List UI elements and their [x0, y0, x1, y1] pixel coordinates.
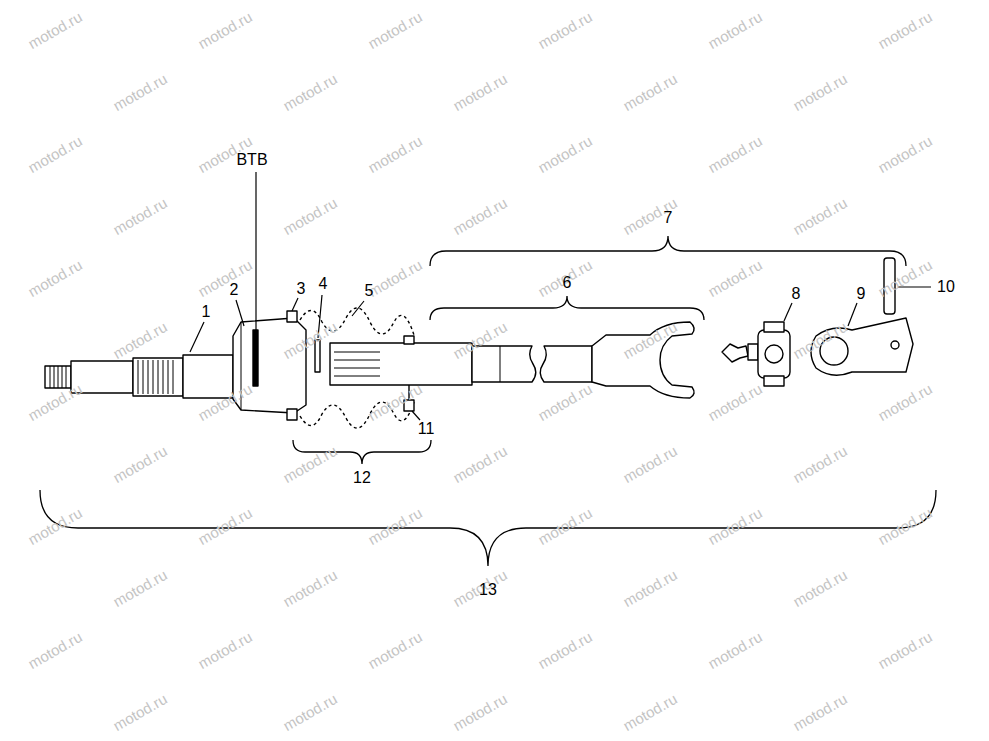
callout-number: 7 [664, 210, 673, 226]
watermark: motod.ru [706, 381, 765, 424]
watermark: motod.ru [621, 567, 680, 610]
watermark: motod.ru [366, 133, 425, 176]
watermark: motod.ru [196, 9, 255, 52]
watermark: motod.ru [621, 71, 680, 114]
watermark: motod.ru [791, 567, 850, 610]
watermark: motod.ru [451, 195, 510, 238]
watermark: motod.ru [366, 505, 425, 548]
callout-number: 8 [792, 286, 801, 302]
callout-number: 4 [319, 276, 328, 292]
watermark: motod.ru [26, 629, 85, 672]
watermark: motod.ru [196, 629, 255, 672]
watermark: motod.ru [536, 629, 595, 672]
watermark: motod.ru [451, 71, 510, 114]
cross-center [765, 345, 783, 363]
watermark: motod.ru [876, 629, 935, 672]
callout-number: 13 [479, 582, 497, 598]
watermark: motod.ru [111, 567, 170, 610]
watermark: motod.ru [281, 443, 340, 486]
callout-number: 2 [230, 282, 239, 298]
callout-number: 6 [563, 275, 572, 291]
shaft-tube [472, 346, 536, 382]
watermark: motod.ru [111, 443, 170, 486]
spline-lines [334, 352, 380, 376]
cross-cap [764, 376, 784, 386]
watermark: motod.ru [791, 195, 850, 238]
watermark: motod.ru [536, 505, 595, 548]
watermark: motod.ru [706, 629, 765, 672]
bracket [40, 490, 936, 566]
watermark: motod.ru [366, 9, 425, 52]
watermark: motod.ru [281, 567, 340, 610]
boot-clamp [287, 311, 297, 322]
callout-number: 10 [937, 279, 955, 295]
watermark: motod.ru [366, 257, 425, 300]
watermark: motod.ru [111, 71, 170, 114]
watermark: motod.ru [791, 443, 850, 486]
watermark: motod.ru [26, 133, 85, 176]
watermark: motod.ru [111, 691, 170, 734]
watermark: motod.ru [536, 9, 595, 52]
callout-number: 11 [418, 421, 435, 437]
shaft-tube [540, 346, 592, 382]
boot-clamp [404, 336, 414, 344]
callout-number: 12 [353, 470, 371, 486]
watermark: motod.ru [111, 319, 170, 362]
cross-cap [764, 322, 784, 332]
universal-joint-cross [758, 330, 790, 378]
watermark: motod.ru [706, 9, 765, 52]
watermark: motod.ru [281, 71, 340, 114]
watermark: motod.ru [451, 691, 510, 734]
watermark: motod.ru [281, 691, 340, 734]
part-label: BTB [236, 152, 267, 168]
spline-lines [138, 360, 173, 394]
callout-number: 9 [857, 286, 866, 302]
callout-number: 5 [365, 283, 374, 299]
watermark: motod.ru [26, 9, 85, 52]
watermark: motod.ru [451, 443, 510, 486]
watermark: motod.ru [366, 629, 425, 672]
watermark: motod.ru [536, 133, 595, 176]
watermark: motod.ru [621, 691, 680, 734]
watermark: motod.ru [196, 257, 255, 300]
watermark: motod.ru [706, 257, 765, 300]
watermark: motod.ru [876, 133, 935, 176]
watermark: motod.ru [876, 381, 935, 424]
grease-fitting [722, 344, 748, 362]
housing-groove [253, 330, 258, 386]
callout-number: 1 [202, 304, 211, 320]
watermark: motod.ru [196, 505, 255, 548]
boot-clamp [287, 409, 297, 420]
pin-hole [891, 341, 899, 349]
bracket [430, 296, 704, 320]
watermark: motod.ru [791, 691, 850, 734]
spline-section [133, 358, 183, 396]
callout-number: 3 [297, 281, 306, 297]
bracket [40, 236, 936, 566]
watermark: motod.ru [876, 505, 935, 548]
watermark: motod.ru [111, 195, 170, 238]
cross-cap [748, 344, 758, 360]
shaft-yoke [592, 322, 694, 398]
thread-lines [50, 366, 66, 388]
threaded-end [45, 366, 71, 388]
leader-lines [190, 172, 931, 420]
watermark: motod.ru [876, 9, 935, 52]
bracket [430, 236, 906, 266]
watermark: motod.ru [281, 195, 340, 238]
watermark: motod.ru [26, 505, 85, 548]
watermark: motod.ru [706, 133, 765, 176]
watermark: motod.ru [621, 443, 680, 486]
watermark: motod.ru [26, 257, 85, 300]
watermark: motod.ru [791, 71, 850, 114]
watermark: motod.ru [536, 381, 595, 424]
watermark: motod.ru [706, 505, 765, 548]
